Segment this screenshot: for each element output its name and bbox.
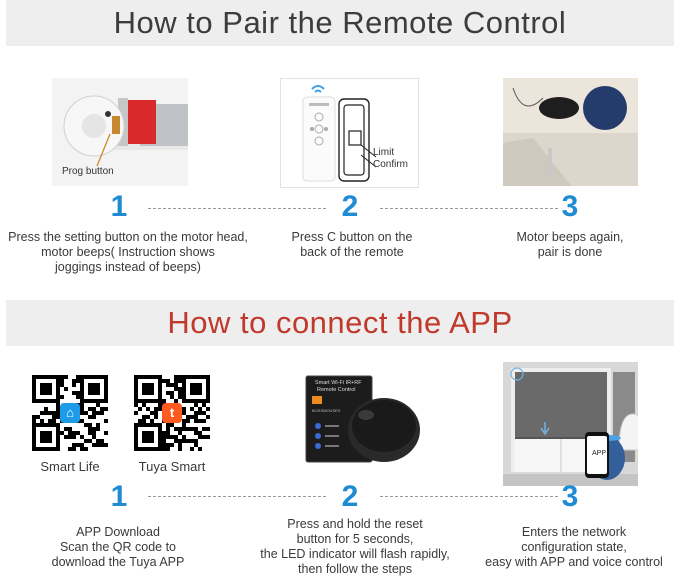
app-section-title: How to connect the APP — [167, 305, 513, 340]
app-dash-1 — [148, 496, 326, 497]
pair-step-3-caption: Motor beeps again, pair is done — [516, 230, 624, 259]
box-title-line-2: Remote Control — [317, 387, 356, 393]
device-brand-label: BOSSMOUSES — [312, 408, 341, 413]
pair-step-2-number: 2 — [341, 190, 359, 223]
hub-and-speaker-photo — [503, 78, 638, 186]
pair-section-title: How to Pair the Remote Control — [113, 5, 567, 40]
prog-button-label: Prog button — [62, 166, 114, 177]
smart-life-qr-code: ⌂ — [32, 375, 108, 451]
box-title-line-1: Smart Wi-Fi IR+RF — [315, 380, 362, 386]
app-dash-2 — [380, 496, 558, 497]
tuya-smart-qr-code: t — [134, 375, 210, 451]
pair-step-2-caption: Press C button on the back of the remote — [291, 230, 413, 259]
smart-life-icon: ⌂ — [60, 403, 80, 423]
pair-dash-1 — [148, 208, 326, 209]
pair-dash-2 — [380, 208, 558, 209]
room-with-speakers-photo: APP — [503, 362, 638, 486]
app-step-2-caption: Press and hold the reset button for 5 se… — [260, 517, 450, 576]
phone-app-label: APP — [592, 450, 607, 457]
tuya-smart-label: Tuya Smart — [138, 459, 206, 474]
confirm-label: Confirm — [373, 159, 409, 170]
remote-hub-photo: Smart Wi-Fi IR+RF Remote Control BOSSMOU… — [290, 370, 420, 466]
app-step-3-number: 3 — [561, 480, 579, 513]
pair-step-1-caption: Press the setting button on the motor he… — [8, 230, 248, 274]
limit-label: Limit — [373, 147, 395, 158]
tuya-icon: t — [162, 403, 182, 423]
app-section-banner: How to connect the APP — [6, 300, 674, 346]
remote-photo: Limit Confirm — [280, 78, 419, 188]
app-step-2-number: 2 — [341, 480, 359, 513]
pair-section-banner: How to Pair the Remote Control — [6, 0, 674, 46]
motor-head-photo: Prog button — [52, 78, 188, 186]
app-step-3-caption: Enters the network configuration state, … — [485, 525, 663, 569]
smart-life-label: Smart Life — [40, 459, 100, 474]
app-step-1-caption: APP Download Scan the QR code to downloa… — [51, 525, 185, 569]
app-step-1-number: 1 — [110, 480, 128, 513]
pair-step-3-number: 3 — [561, 190, 579, 223]
pair-step-1-number: 1 — [110, 190, 128, 223]
